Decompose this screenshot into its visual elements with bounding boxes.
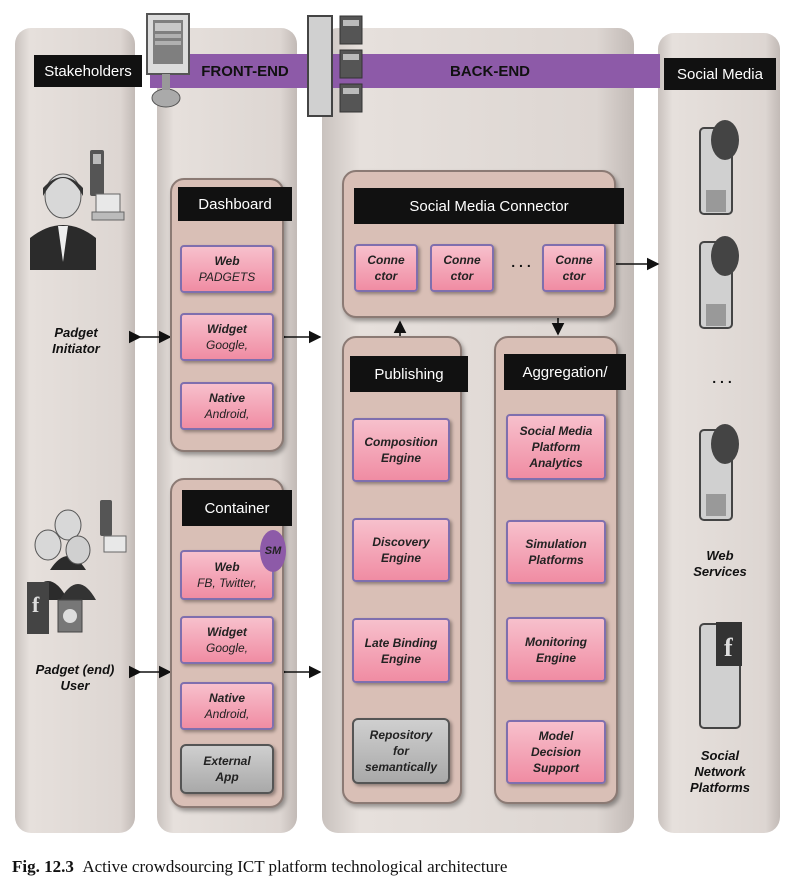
server-rack-icon — [307, 15, 363, 117]
svg-text:f: f — [32, 592, 40, 617]
initiator-person-icon — [30, 150, 125, 270]
stakeholders-column — [15, 28, 135, 833]
web-service-server-icon-2 — [699, 236, 739, 329]
padget-end-user-label: Padget (end)User — [35, 662, 115, 693]
front-end-label: FRONT-END — [201, 62, 289, 80]
social-media-connector-title: Social Media Connector — [354, 188, 624, 224]
terminal-icon — [146, 13, 190, 108]
social-media-header: Social Media — [664, 58, 776, 90]
end-users-group-icon: f — [27, 500, 127, 634]
aggregation-title: Aggregation/ — [504, 354, 626, 390]
figure-label: Fig. 12.3 — [12, 857, 74, 876]
web-service-server-icon-1 — [699, 120, 739, 215]
connector-ellipsis: . . . — [511, 254, 531, 270]
figure-caption: Fig. 12.3 Active crowdsourcing ICT platf… — [12, 857, 802, 877]
stakeholders-header: Stakeholders — [34, 55, 142, 87]
dashboard-title: Dashboard — [178, 187, 292, 221]
container-title: Container — [182, 490, 292, 526]
sm-badge: SM — [260, 530, 286, 572]
social-network-server-icon: f — [699, 622, 742, 729]
web-service-server-icon-3 — [699, 424, 739, 521]
figure-caption-text: Active crowdsourcing ICT platform techno… — [82, 857, 508, 876]
back-end-band: BACK-END — [320, 54, 660, 88]
svg-text:f: f — [724, 633, 733, 662]
back-end-label: BACK-END — [450, 62, 530, 80]
publishing-title: Publishing — [350, 356, 468, 392]
social-ellipsis: . . . — [712, 370, 732, 386]
